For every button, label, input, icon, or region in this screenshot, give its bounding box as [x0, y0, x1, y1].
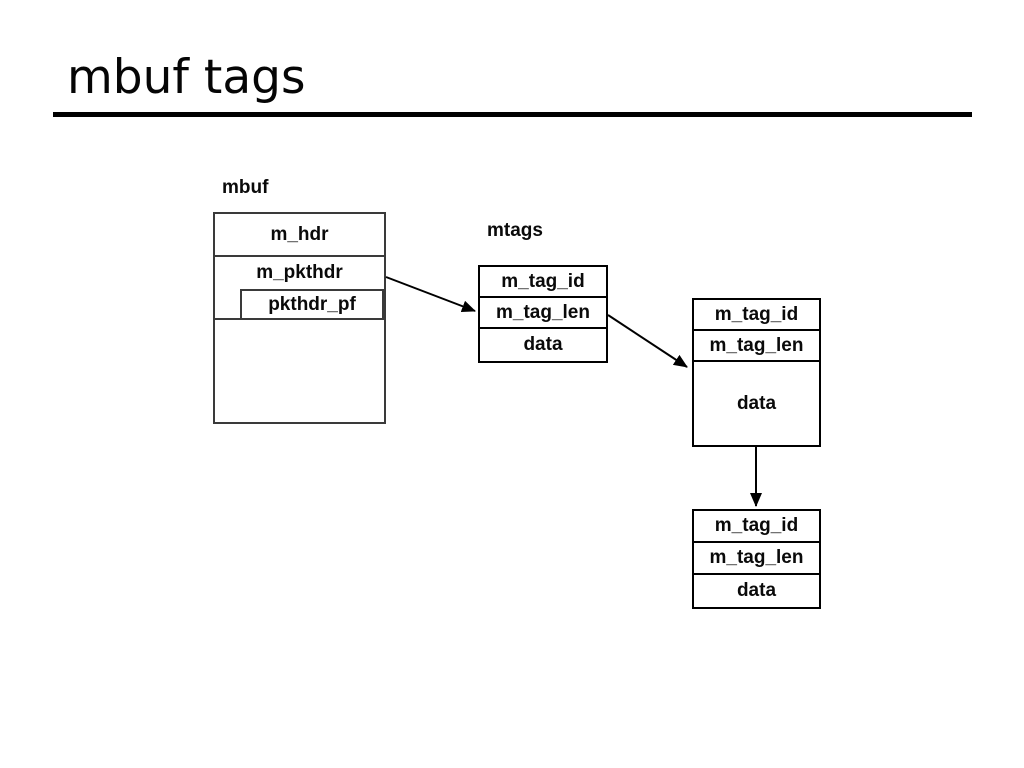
mtag2-row-len: m_tag_len — [694, 331, 819, 362]
pkthdr-pf-label: pkthdr_pf — [268, 293, 356, 315]
pkthdr-pf-box: pkthdr_pf — [240, 289, 384, 320]
arrow-pkthdr-to-mtag1 — [385, 276, 476, 312]
mbuf-row-m-pkthdr: m_pkthdr pkthdr_pf — [215, 257, 384, 320]
mtags-label: mtags — [487, 220, 543, 241]
mbuf-label: mbuf — [222, 177, 269, 198]
arrow-mtag1-to-mtag2 — [607, 314, 688, 368]
page-title: mbuf tags — [67, 50, 306, 105]
mtag-box-1: m_tag_id m_tag_len data — [478, 265, 608, 363]
mtag2-row-id: m_tag_id — [694, 300, 819, 331]
mtag1-row-id: m_tag_id — [480, 267, 606, 298]
mtag3-row-len: m_tag_len — [694, 543, 819, 575]
mtag-box-3: m_tag_id m_tag_len data — [692, 509, 821, 609]
mtag2-row-data: data — [736, 392, 777, 414]
mbuf-row-m-hdr: m_hdr — [215, 214, 384, 257]
mtag-box-2: m_tag_id m_tag_len data — [692, 298, 821, 447]
title-underline — [53, 112, 972, 117]
mbuf-struct-box: m_hdr m_pkthdr pkthdr_pf — [213, 212, 386, 424]
mtag3-row-data: data — [736, 580, 777, 601]
mbuf-row-m-pkthdr-label: m_pkthdr — [256, 262, 343, 283]
mtag1-row-len: m_tag_len — [480, 298, 606, 329]
mtag1-row-data: data — [523, 334, 563, 355]
mbuf-row-empty — [215, 320, 384, 422]
mtag3-row-id: m_tag_id — [694, 511, 819, 543]
mbuf-row-m-hdr-label: m_hdr — [270, 223, 329, 245]
